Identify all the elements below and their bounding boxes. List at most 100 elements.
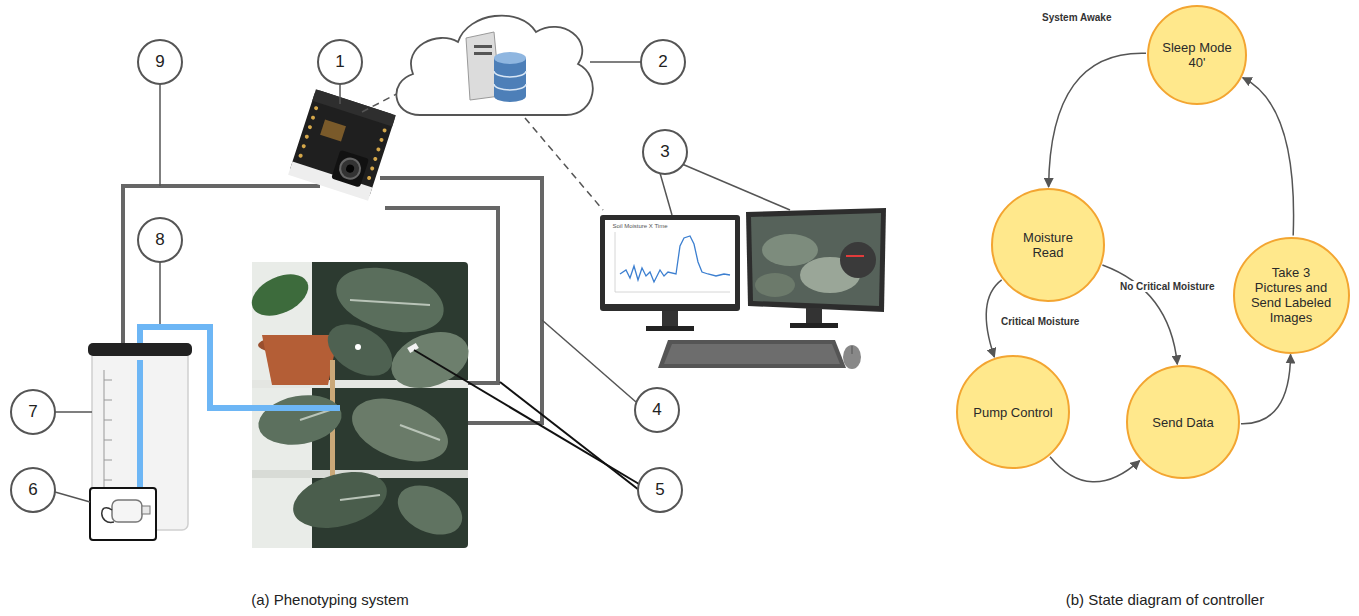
monitor-image	[755, 273, 795, 297]
leader-line	[414, 350, 639, 490]
leader-line	[590, 61, 641, 63]
camera-board	[376, 147, 381, 152]
monitor-image	[746, 208, 886, 328]
leader-line	[55, 411, 92, 413]
water-container	[104, 380, 112, 381]
cloud-server	[494, 52, 526, 64]
monitor-chart	[605, 220, 735, 304]
monitor-chart	[615, 232, 616, 292]
leader-line	[500, 382, 639, 490]
plant-photo	[245, 266, 315, 324]
monitor-chart	[662, 311, 678, 327]
callout-number: 3	[660, 143, 669, 162]
leader-line	[339, 84, 341, 104]
leader-line	[660, 173, 672, 215]
keyboard-mouse	[843, 345, 861, 369]
water-pump	[90, 488, 156, 540]
camera-board	[304, 134, 309, 139]
camera-board	[370, 166, 375, 171]
cloud-server	[474, 45, 492, 48]
callout-circle	[318, 40, 362, 84]
camera-board	[345, 164, 355, 174]
water-container	[104, 440, 112, 441]
water-container	[104, 400, 112, 401]
camera-board	[382, 128, 387, 133]
state-label: Moisture Read	[1006, 230, 1090, 260]
camera-board	[301, 144, 306, 149]
callout-number: 8	[155, 231, 164, 250]
camera-board	[337, 156, 362, 181]
monitor-image	[806, 308, 822, 324]
plant-photo	[262, 335, 338, 385]
callout-number: 6	[28, 481, 37, 500]
transition-arrow	[1243, 78, 1294, 236]
callout-circle	[641, 40, 685, 84]
chart-title: Soil Moisture X Time	[612, 223, 667, 230]
figure-caption: (a) Phenotyping system	[251, 592, 409, 609]
state-circle: Send Data	[1126, 365, 1240, 479]
monitor-image	[762, 234, 818, 266]
monitor-image	[840, 242, 876, 278]
monitor-chart	[620, 236, 730, 282]
cloud-server	[396, 16, 592, 115]
leader-line	[159, 84, 161, 186]
monitor-image	[746, 208, 886, 312]
transition-arrow	[1050, 457, 1140, 482]
cloud-server	[396, 16, 592, 115]
monitor-image	[846, 255, 864, 257]
state-label: Pump Control	[971, 405, 1055, 420]
transition-arrow	[1049, 53, 1146, 187]
callout-number: 5	[655, 481, 664, 500]
callout-circle	[643, 130, 687, 174]
water-container	[104, 420, 112, 421]
keyboard-mouse	[658, 340, 846, 368]
monitor-chart	[615, 292, 730, 293]
leader-line	[55, 62, 790, 502]
callout-number: 4	[652, 401, 661, 420]
camera-board	[373, 156, 378, 161]
keyboard-mouse	[658, 340, 861, 369]
transition-arrow	[1241, 354, 1291, 423]
state-label: Take 3 Pictures and Send Labeled Images	[1248, 265, 1334, 325]
camera-board	[314, 106, 319, 111]
callout-circle	[635, 388, 679, 432]
callout-circle	[138, 40, 182, 84]
plant-photo	[245, 257, 476, 548]
camera-board	[379, 137, 384, 142]
monitor-image	[790, 323, 838, 328]
state-circle: Sleep Mode 40'	[1147, 5, 1247, 105]
plant-photo	[343, 387, 456, 474]
callout-circle	[638, 468, 682, 512]
monitor-chart	[646, 326, 694, 331]
water-pump	[90, 488, 156, 540]
monitor-chart	[600, 215, 740, 311]
state-circle: Take 3 Pictures and Send Labeled Images	[1233, 237, 1350, 354]
camera-board	[331, 150, 369, 188]
transition-label: System Awake	[1040, 12, 1114, 23]
callout-number: 7	[28, 403, 37, 422]
state-label: Send Data	[1141, 415, 1225, 430]
callout-circle	[11, 468, 55, 512]
callout-circle	[11, 40, 687, 512]
state-label: Sleep Mode 40'	[1157, 40, 1237, 70]
callout-circle	[11, 390, 55, 434]
leader-line	[159, 262, 161, 324]
figure-caption: (b) State diagram of controller	[1066, 592, 1264, 609]
leader-line	[682, 164, 790, 210]
callout-number: 1	[335, 53, 344, 72]
leader-line	[542, 320, 636, 402]
state-circle: Moisture Read	[991, 188, 1105, 302]
keyboard-mouse	[852, 346, 853, 354]
camera-board	[367, 175, 372, 180]
leader-line	[55, 492, 90, 502]
water-pump	[142, 506, 150, 514]
plant-photo	[300, 300, 440, 500]
camera-board	[320, 120, 346, 142]
callout-circle	[138, 218, 182, 262]
monitor-chart	[600, 215, 740, 331]
camera-board	[310, 115, 315, 120]
water-tube	[137, 360, 143, 495]
water-container	[104, 480, 112, 481]
